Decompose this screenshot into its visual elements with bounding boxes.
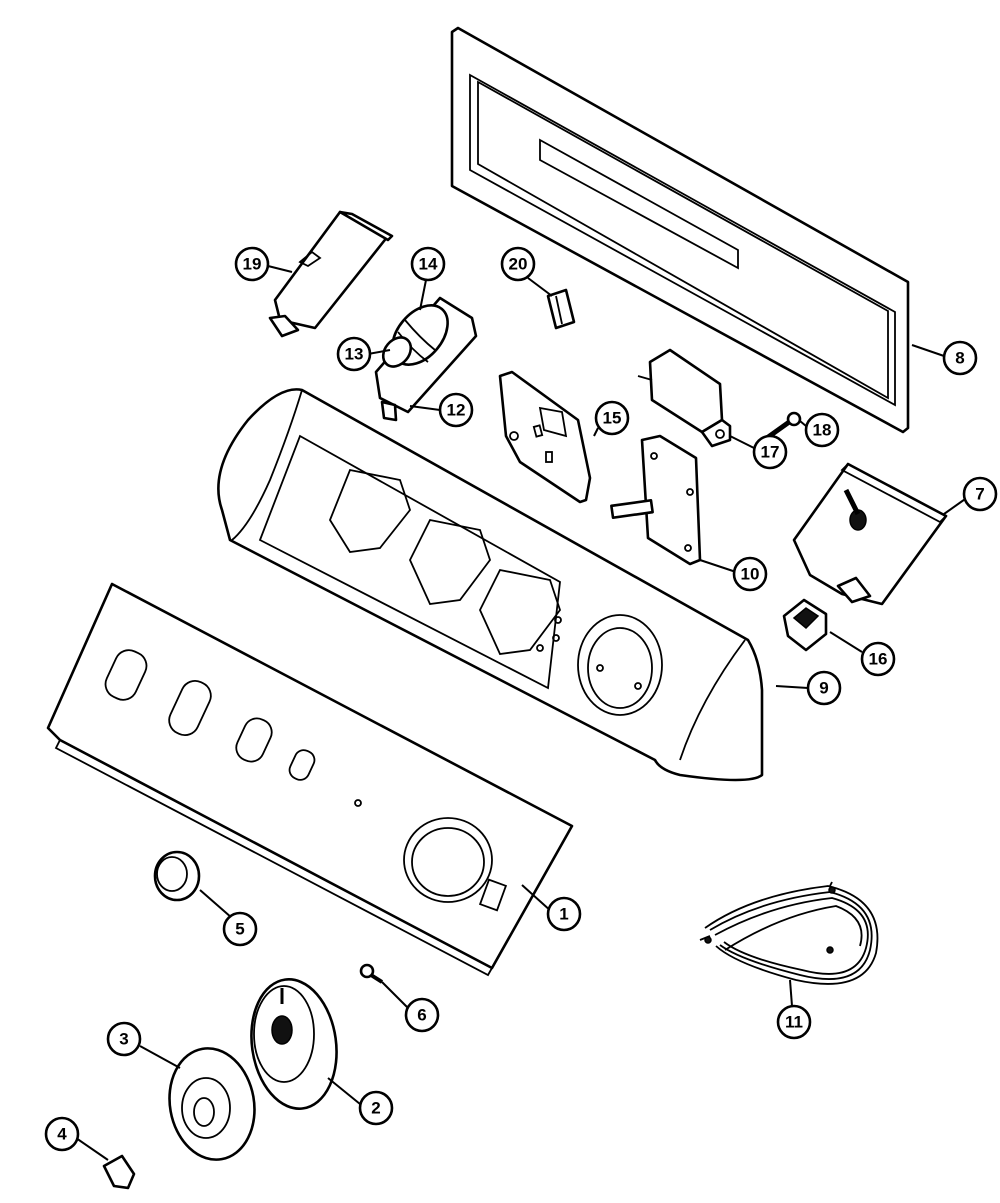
part-17-relay [637, 348, 732, 448]
callout-9: 9 [775, 670, 842, 706]
callout-15-label: 15 [603, 409, 622, 428]
callout-9-label: 9 [819, 679, 828, 698]
part-5-push-button [153, 850, 201, 902]
part-4-cap [102, 1154, 136, 1190]
part-15-mounting-bracket [498, 370, 592, 504]
part-6-screw [359, 963, 384, 984]
callout-15: 15 [593, 400, 630, 437]
callout-19-label: 19 [243, 255, 262, 274]
callout-1: 1 [521, 884, 582, 932]
part-16-rocker-switch [782, 598, 828, 652]
callout-20: 20 [500, 246, 553, 297]
callout-8-label: 8 [955, 349, 964, 368]
part-13-14-indicator-lens [381, 304, 449, 368]
callout-11: 11 [776, 979, 812, 1040]
callout-14-label: 14 [419, 255, 438, 274]
callout-13-label: 13 [345, 345, 364, 364]
callout-7: 7 [943, 476, 998, 515]
callout-17: 17 [729, 434, 788, 470]
callout-14: 14 [410, 246, 446, 311]
callout-11-label: 11 [785, 1013, 803, 1032]
callout-17-label: 17 [761, 443, 780, 462]
callout-5-label: 5 [235, 920, 244, 939]
callout-2: 2 [327, 1077, 394, 1126]
callout-16: 16 [829, 631, 896, 677]
part-1-control-panel [46, 582, 574, 977]
callout-3-label: 3 [119, 1030, 128, 1049]
callout-19: 19 [234, 246, 293, 282]
callout-8: 8 [911, 340, 978, 376]
part-7-timer [792, 462, 948, 606]
callout-2-label: 2 [371, 1099, 380, 1118]
callout-7-label: 7 [975, 485, 984, 504]
part-8-backsplash-panel [450, 26, 910, 434]
callout-5: 5 [199, 889, 258, 947]
part-2-knob [250, 978, 338, 1110]
callout-6: 6 [381, 981, 440, 1033]
callout-4: 4 [44, 1116, 109, 1161]
part-20-clip [546, 288, 576, 330]
callout-6-label: 6 [417, 1006, 426, 1025]
callout-3: 3 [106, 1021, 181, 1069]
callout-16-label: 16 [869, 650, 888, 669]
callout-20-label: 20 [509, 255, 528, 274]
callout-1-label: 1 [559, 905, 568, 924]
part-19-switch-block [268, 210, 394, 338]
callout-10: 10 [699, 556, 768, 592]
part-10-control-plate [610, 434, 702, 566]
part-9-console-housing [217, 388, 764, 782]
callout-12-label: 12 [447, 401, 466, 420]
callout-18: 18 [799, 412, 840, 448]
callout-18-label: 18 [813, 421, 832, 440]
callout-4-label: 4 [57, 1125, 67, 1144]
callout-13: 13 [336, 336, 391, 372]
callout-10-label: 10 [741, 565, 760, 584]
part-11-wire-harness [699, 881, 879, 985]
part-3-knob-skirt [168, 1047, 256, 1161]
callout-12: 12 [409, 392, 474, 428]
